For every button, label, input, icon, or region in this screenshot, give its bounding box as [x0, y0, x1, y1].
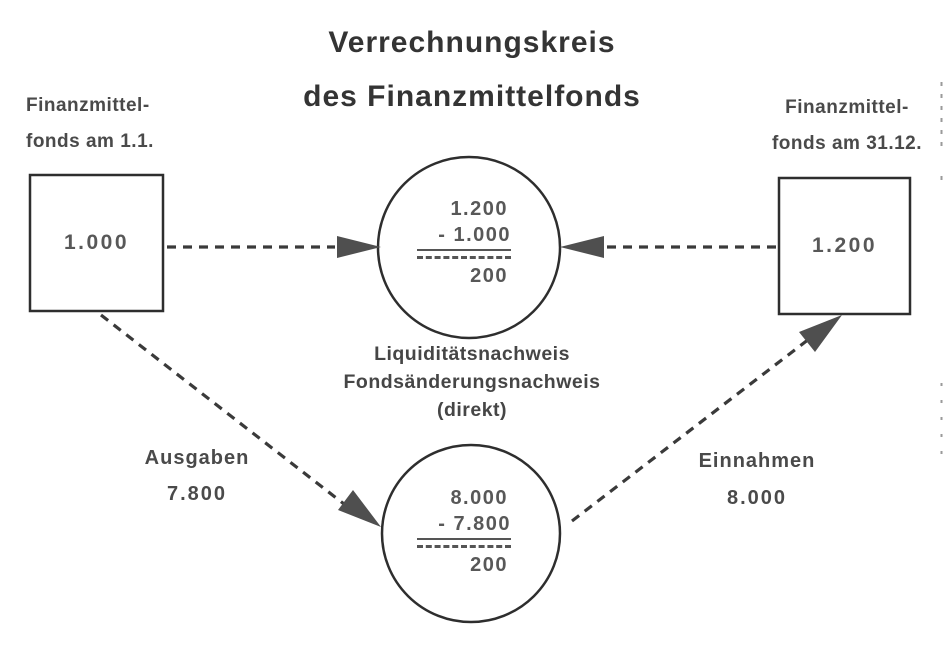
diagram-title-line2: des Finanzmittelfonds: [303, 80, 641, 113]
bottom-circle-minuend: 8.000: [450, 487, 508, 509]
inflows-label-group: Einnahmen 8.000: [692, 450, 822, 510]
right-fund-box: [777, 176, 912, 316]
right-fund-value: 1.200: [811, 234, 878, 257]
bottom-circle-result: 200: [470, 554, 508, 576]
arrow-down-right-icon: [338, 490, 381, 527]
arrow-up-right-icon: [799, 315, 842, 352]
right-fund-label: Finanzmittel- fonds am 31.12.: [750, 98, 944, 158]
inflows-value: 8.000: [726, 487, 788, 509]
left-fund-label: Finanzmittel- fonds am 1.1.: [26, 96, 176, 156]
left-fund-label-line2: fonds am 1.1.: [26, 131, 154, 152]
right-fund-label-line1: Finanzmittel-: [785, 97, 909, 118]
right-fund-label-line2: fonds am 31.12.: [771, 133, 923, 154]
left-fund-label-line1: Finanzmittel-: [26, 95, 150, 116]
left-fund-value: 1.000: [63, 231, 130, 254]
caption-fondsaenderungsnachweis: Fondsänderungsnachweis: [343, 371, 601, 393]
outflow-dashed-line: [100, 313, 345, 506]
inflows-label: Einnahmen: [698, 450, 816, 472]
outflows-label-group: Ausgaben 7.800: [130, 447, 264, 507]
bottom-circle-result-line: [417, 545, 511, 548]
top-circle-calculation: 1.200 - 1.000 200: [417, 197, 511, 289]
diagram-title-line1: Verrechnungskreis: [328, 26, 616, 59]
bottom-circle-subtrahend: - 7.800: [417, 511, 511, 540]
arrow-left-icon: [560, 236, 604, 258]
top-circle-result: 200: [470, 265, 508, 287]
cashflow-circle: [380, 443, 562, 624]
inflow-dashed-line: [571, 337, 810, 523]
outflows-value: 7.800: [166, 483, 228, 505]
top-circle-minuend: 1.200: [450, 198, 508, 220]
top-circle-subtrahend: - 1.000: [417, 222, 511, 251]
arrow-right-icon: [337, 236, 381, 258]
top-circle-result-line: [417, 256, 511, 259]
caption-direkt: (direkt): [436, 399, 508, 421]
bottom-circle-calculation: 8.000 - 7.800 200: [417, 486, 511, 578]
left-fund-box: [28, 173, 165, 313]
outflows-label: Ausgaben: [144, 447, 250, 469]
caption-liquiditaetsnachweis: Liquiditätsnachweis: [374, 343, 570, 365]
